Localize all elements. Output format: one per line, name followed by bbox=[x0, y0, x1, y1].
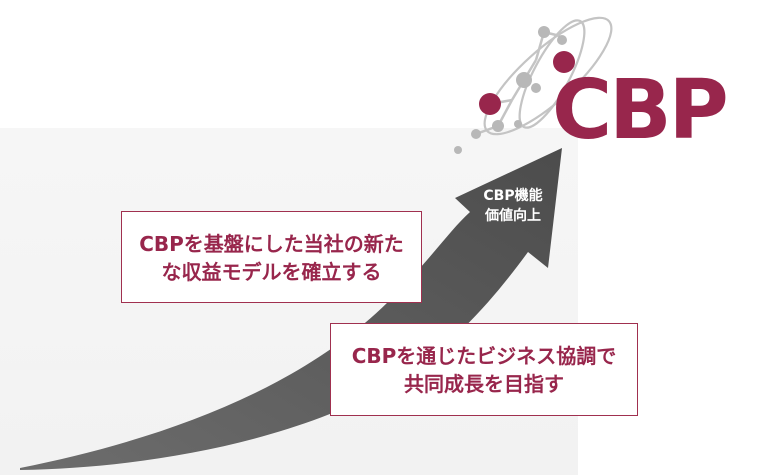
callout-2-line-2: 共同成長を目指す bbox=[404, 372, 564, 396]
logo-text: CBP bbox=[552, 63, 729, 158]
cbp-logo: CBP bbox=[440, 14, 760, 174]
arrow-shape bbox=[20, 148, 562, 470]
callout-2-line-1: CBPを通じたビジネス協調で bbox=[351, 344, 617, 368]
arrow-label-line-1: CBP機能 bbox=[483, 188, 543, 204]
callout-joint-growth: CBPを通じたビジネス協調で 共同成長を目指す bbox=[330, 323, 638, 416]
arrow-label-line-2: 価値向上 bbox=[485, 208, 541, 224]
molecule-orbit-icon bbox=[454, 16, 613, 154]
callout-1-line-1: CBPを基盤にした当社の新た bbox=[139, 232, 404, 256]
arrow-label: CBP機能 価値向上 bbox=[468, 186, 558, 226]
callout-1-line-2: な収益モデルを確立する bbox=[161, 260, 382, 284]
callout-revenue-model: CBPを基盤にした当社の新た な収益モデルを確立する bbox=[121, 211, 422, 303]
